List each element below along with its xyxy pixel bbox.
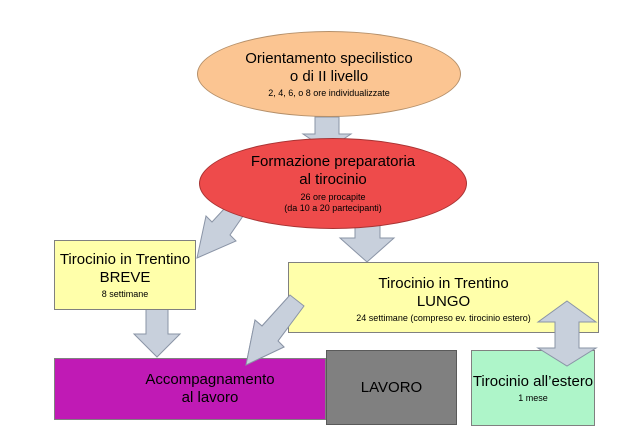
- node-orientamento: Orientamento specilistico o di II livell…: [197, 31, 461, 117]
- breve-detail: 8 settimane: [101, 288, 149, 299]
- node-lavoro: LAVORO: [326, 350, 457, 425]
- node-formazione: Formazione preparatoria al tirocinio 26 …: [199, 138, 467, 229]
- orientamento-detail: 2, 4, 6, o 8 ore individualizzate: [268, 87, 390, 98]
- lavoro-line1: LAVORO: [360, 378, 423, 396]
- accompagnamento-line2: al lavoro: [181, 389, 239, 406]
- estero-line1: Tirocinio all’estero: [472, 372, 594, 390]
- node-tirocinio-breve: Tirocinio in Trentino BREVE 8 settimane: [54, 240, 196, 310]
- orientamento-line2: o di II livello: [289, 67, 369, 85]
- node-tirocinio-estero: Tirocinio all’estero 1 mese: [471, 350, 595, 426]
- arrow-breve-to-accompagnamento: [132, 306, 182, 358]
- formazione-line2: al tirocinio: [299, 171, 367, 188]
- node-tirocinio-lungo: Tirocinio in Trentino LUNGO 24 settimane…: [288, 262, 599, 333]
- formazione-detail1: 26 ore procapite: [300, 192, 366, 202]
- estero-detail: 1 mese: [518, 392, 548, 403]
- breve-line2: BREVE: [99, 268, 151, 286]
- breve-line1: Tirocinio in Trentino: [59, 250, 191, 268]
- lungo-detail: 24 settimane (compreso ev. tirocinio est…: [356, 313, 531, 323]
- node-accompagnamento: Accompagnamento al lavoro: [54, 358, 326, 420]
- formazione-detail2: (da 10 a 20 partecipanti): [284, 203, 382, 213]
- lungo-line2: LUNGO: [416, 293, 471, 310]
- lungo-line1: Tirocinio in Trentino: [378, 275, 509, 292]
- formazione-line1: Formazione preparatoria: [250, 153, 416, 170]
- orientamento-line1: Orientamento specilistico: [245, 49, 413, 67]
- accompagnamento-line1: Accompagnamento: [145, 371, 275, 388]
